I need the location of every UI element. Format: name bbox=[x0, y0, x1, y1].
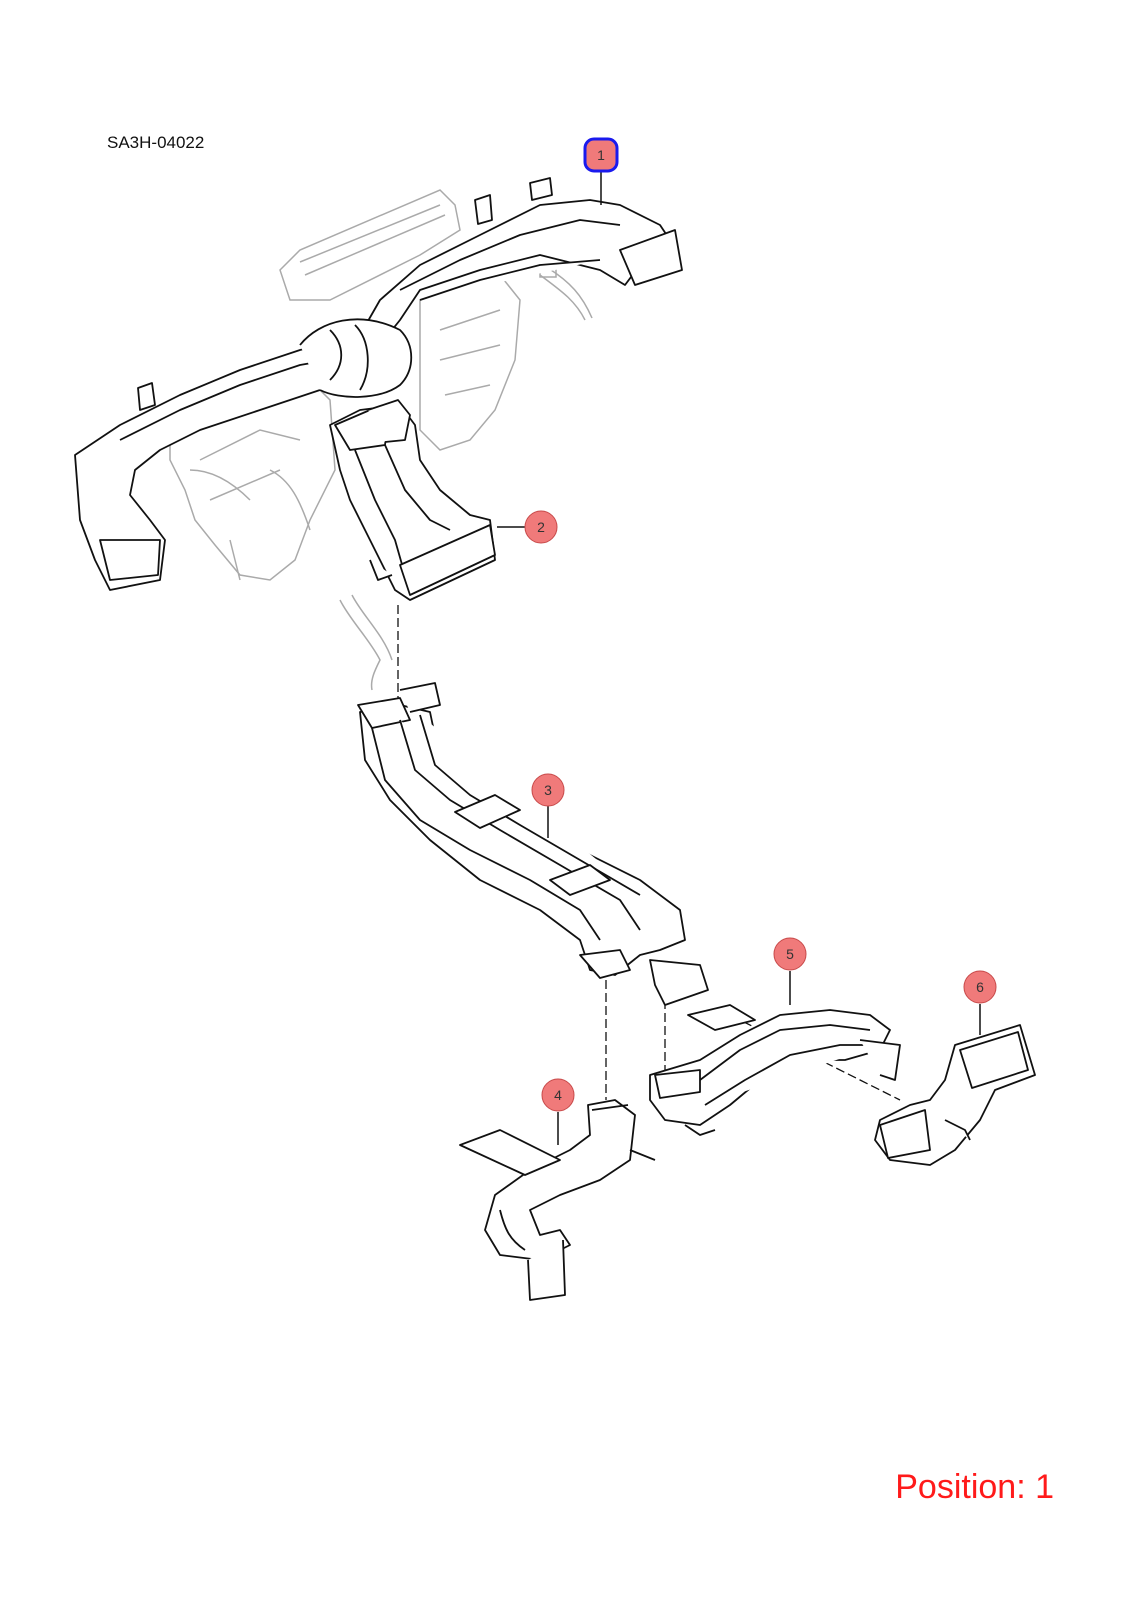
callout-label: 5 bbox=[786, 946, 794, 962]
part-6-side-vent-duct bbox=[874, 1024, 1036, 1166]
callout-label: 1 bbox=[597, 147, 605, 163]
position-readout: Position: 1 bbox=[895, 1468, 1054, 1506]
connector-lines bbox=[397, 605, 901, 1101]
callout-2[interactable]: 2 bbox=[524, 510, 558, 544]
callout-group: 1 2 3 4 5 6 bbox=[524, 137, 997, 1112]
callout-circle bbox=[773, 937, 807, 971]
callout-label: 2 bbox=[537, 519, 545, 535]
callout-circle bbox=[524, 510, 558, 544]
part-1-dashboard-duct bbox=[74, 177, 683, 591]
hvac-unit-ghost bbox=[169, 189, 593, 691]
callout-3[interactable]: 3 bbox=[531, 773, 565, 807]
diagram-code: SA3H-04022 bbox=[107, 133, 205, 152]
callout-5[interactable]: 5 bbox=[773, 937, 807, 971]
part-2-center-duct bbox=[329, 399, 496, 601]
callout-1[interactable]: 1 bbox=[583, 137, 619, 173]
part-5-right-floor-duct bbox=[649, 1004, 901, 1136]
callout-4[interactable]: 4 bbox=[541, 1078, 575, 1112]
callout-circle bbox=[531, 773, 565, 807]
callout-label: 3 bbox=[544, 782, 552, 798]
part-3-floor-duct bbox=[357, 682, 709, 1006]
callout-leaders bbox=[497, 168, 981, 1145]
callout-6[interactable]: 6 bbox=[963, 970, 997, 1004]
part-4-rear-duct bbox=[459, 1099, 656, 1301]
selected-highlight bbox=[583, 137, 619, 173]
callout-circle bbox=[541, 1078, 575, 1112]
callout-circle bbox=[963, 970, 997, 1004]
callout-label: 4 bbox=[554, 1087, 562, 1103]
callout-label: 6 bbox=[976, 979, 984, 995]
